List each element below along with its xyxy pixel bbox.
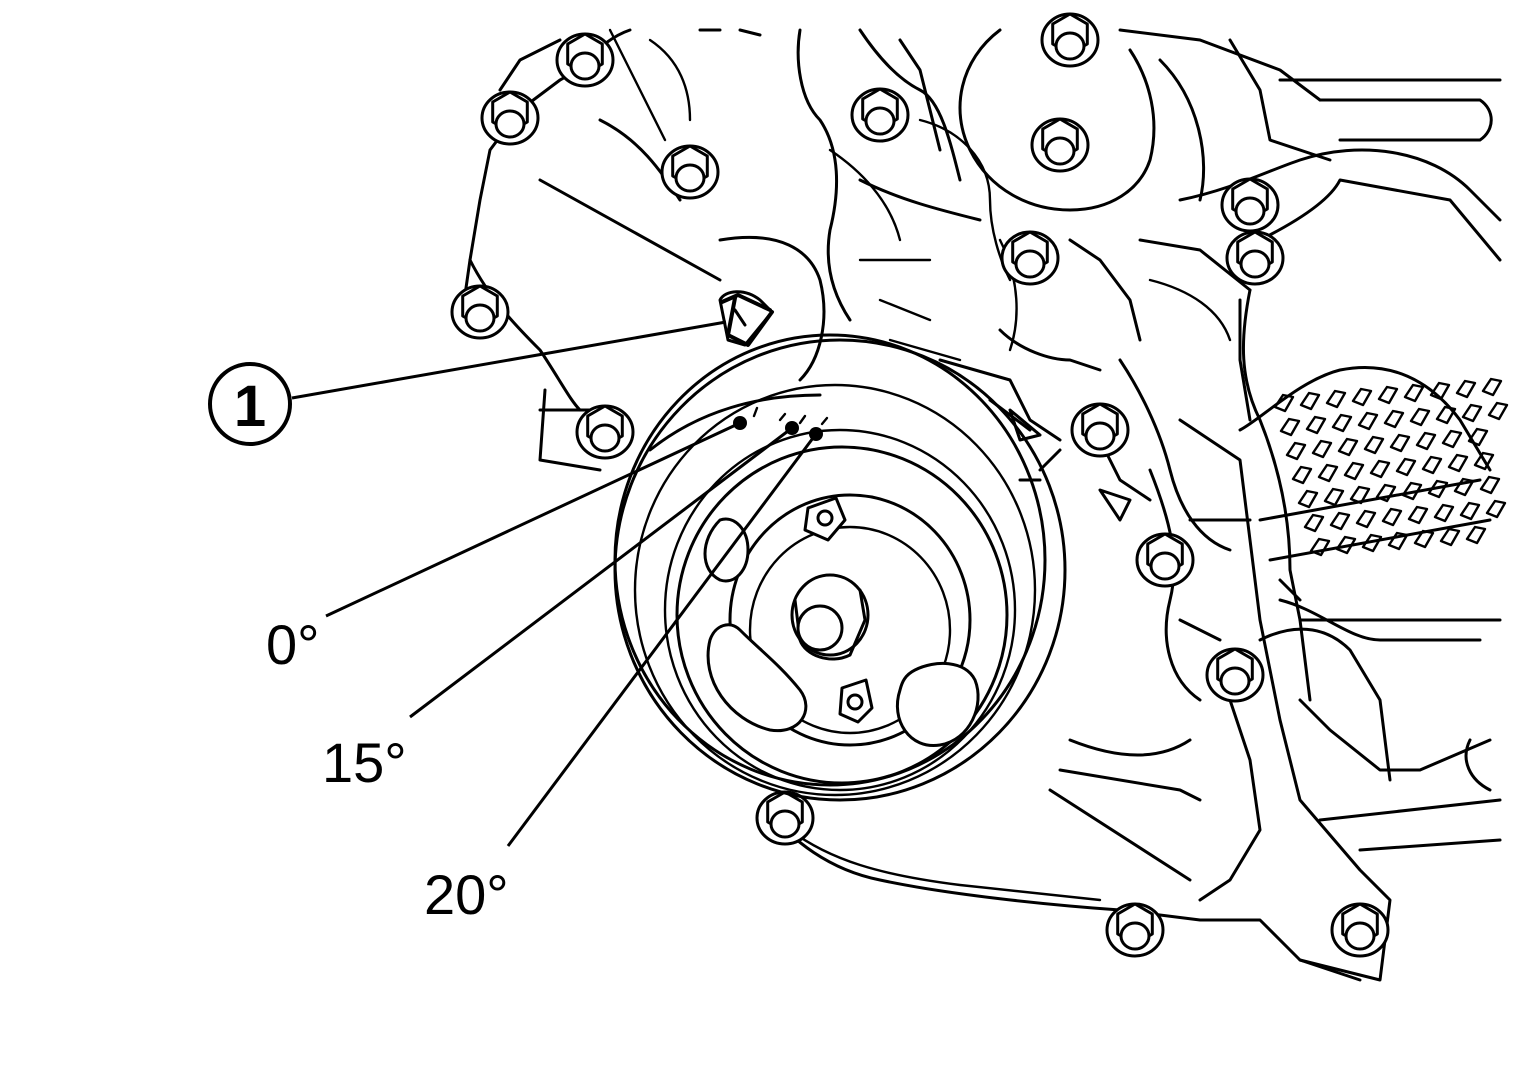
- fin-42: [1479, 475, 1501, 495]
- fin-38: [1375, 483, 1397, 503]
- leader-15deg: [409, 426, 793, 719]
- leader-20deg: [506, 433, 818, 847]
- bolt-2: [480, 90, 540, 146]
- bolt-12: [1135, 532, 1195, 588]
- fin-56: [1439, 527, 1461, 547]
- bolts: [450, 12, 1390, 958]
- fin-1: [1273, 393, 1295, 413]
- bolt-15: [1105, 902, 1165, 958]
- fin-26: [1467, 427, 1489, 447]
- fin-47: [1407, 505, 1429, 525]
- fin-50: [1485, 499, 1507, 519]
- fin-36: [1323, 487, 1345, 507]
- fin-41: [1453, 477, 1475, 497]
- fin-7: [1429, 381, 1451, 401]
- timing-mark-0deg-dot: [733, 416, 747, 430]
- fin-11: [1305, 415, 1327, 435]
- callout-1-label: 1: [234, 374, 266, 439]
- fin-57: [1465, 525, 1487, 545]
- fin-46: [1381, 507, 1403, 527]
- fin-37: [1349, 485, 1371, 505]
- bolt-9: [1220, 177, 1280, 233]
- bolt-10: [1225, 230, 1285, 286]
- fin-44: [1329, 511, 1351, 531]
- bolt-17: [1030, 117, 1090, 173]
- fin-29: [1343, 461, 1365, 481]
- bolt-13: [1205, 647, 1265, 703]
- fin-34: [1473, 451, 1495, 471]
- fin-32: [1421, 455, 1443, 475]
- fin-14: [1383, 409, 1405, 429]
- timing-indicator: [718, 290, 774, 347]
- timing-mark-0deg-label: 0°: [266, 613, 320, 676]
- fin-8: [1455, 379, 1477, 399]
- fin-18: [1487, 401, 1509, 421]
- timing-mark-20deg-dot: [809, 427, 823, 441]
- fin-30: [1369, 459, 1391, 479]
- engine-block-linework: [458, 28, 1502, 982]
- fin-10: [1279, 417, 1301, 437]
- fin-28: [1317, 463, 1339, 483]
- callout-1-circle: [208, 362, 292, 446]
- fin-20: [1311, 439, 1333, 459]
- timing-mark-15deg-dot: [785, 421, 799, 435]
- fin-2: [1299, 391, 1321, 411]
- timing-mark-15deg-label: 15°: [322, 731, 407, 794]
- bolt-16: [1330, 902, 1390, 958]
- bolt-1: [555, 32, 615, 88]
- bolt-6: [850, 87, 910, 143]
- fin-16: [1435, 405, 1457, 425]
- bolt-5: [575, 404, 635, 460]
- bolt-7: [1040, 12, 1100, 68]
- fin-43: [1303, 513, 1325, 533]
- fin-53: [1361, 533, 1383, 553]
- timing-mark-20deg-label: 20°: [424, 863, 509, 926]
- fin-22: [1363, 435, 1385, 455]
- fin-17: [1461, 403, 1483, 423]
- fin-24: [1415, 431, 1437, 451]
- fin-31: [1395, 457, 1417, 477]
- fin-21: [1337, 437, 1359, 457]
- fin-51: [1309, 537, 1331, 557]
- bolt-8: [1000, 230, 1060, 286]
- timing-marks: 0° 15° 20°: [266, 406, 829, 926]
- bolt-3: [660, 144, 720, 200]
- fin-25: [1441, 429, 1463, 449]
- cooler-fin-grid: [1273, 377, 1509, 557]
- fin-35: [1297, 489, 1319, 509]
- bolt-4: [450, 284, 510, 340]
- bolt-14: [755, 790, 815, 846]
- fin-19: [1285, 441, 1307, 461]
- fin-55: [1413, 529, 1435, 549]
- fin-40: [1427, 479, 1449, 499]
- fin-15: [1409, 407, 1431, 427]
- fin-23: [1389, 433, 1411, 453]
- fin-52: [1335, 535, 1357, 555]
- fin-12: [1331, 413, 1353, 433]
- fin-33: [1447, 453, 1469, 473]
- fin-6: [1403, 383, 1425, 403]
- callout-1: 1: [208, 320, 727, 446]
- leader-0deg: [325, 421, 741, 618]
- fin-39: [1401, 481, 1423, 501]
- fin-48: [1433, 503, 1455, 523]
- callout-1-leader: [291, 320, 727, 400]
- fin-5: [1377, 385, 1399, 405]
- crankshaft-pulley: [613, 333, 1067, 802]
- fin-54: [1387, 531, 1409, 551]
- bolt-11: [1070, 402, 1130, 458]
- fin-13: [1357, 411, 1379, 431]
- fin-4: [1351, 387, 1373, 407]
- fin-3: [1325, 389, 1347, 409]
- fin-9: [1481, 377, 1503, 397]
- fin-27: [1291, 465, 1313, 485]
- fin-45: [1355, 509, 1377, 529]
- fin-49: [1459, 501, 1481, 521]
